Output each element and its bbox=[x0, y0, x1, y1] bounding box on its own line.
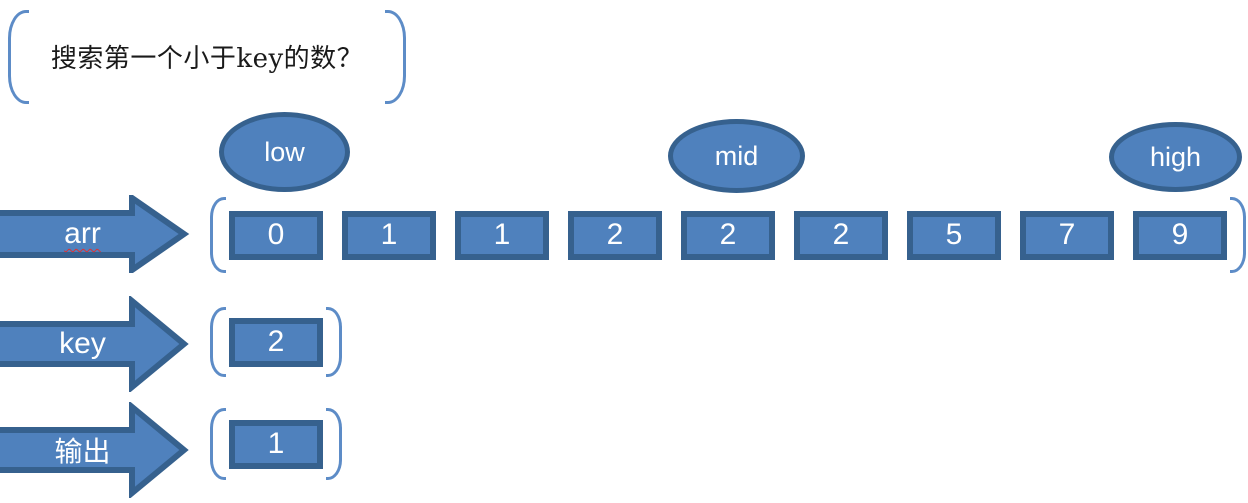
array-cell: 2 bbox=[681, 210, 775, 260]
pointer-mid-label: mid bbox=[714, 140, 759, 171]
close-bracket-icon bbox=[326, 408, 342, 480]
array-cell: 0 bbox=[229, 210, 323, 260]
arr-array: 0 1 1 2 2 2 5 7 9 bbox=[210, 197, 1246, 273]
cell-value: 2 bbox=[832, 218, 850, 251]
output-arrow bbox=[0, 402, 190, 498]
array-cell: 1 bbox=[455, 210, 549, 260]
pointer-mid: mid bbox=[668, 119, 805, 193]
title-callout: 搜索第一个小于key的数？ bbox=[8, 10, 406, 104]
key-value-group: 2 bbox=[210, 307, 342, 377]
cell-value: 1 bbox=[380, 218, 398, 251]
pointer-high: high bbox=[1109, 122, 1242, 192]
pointer-low: low bbox=[219, 112, 350, 192]
cell-value: 2 bbox=[267, 325, 285, 358]
key-arrow bbox=[0, 296, 190, 392]
cell-value: 1 bbox=[267, 427, 285, 460]
output-value-group: 1 bbox=[210, 408, 342, 480]
cell-value: 0 bbox=[267, 218, 285, 251]
output-cells: 1 bbox=[229, 419, 323, 469]
close-bracket-icon bbox=[326, 307, 342, 377]
close-bracket-icon bbox=[385, 10, 406, 104]
key-cells: 2 bbox=[229, 317, 323, 367]
array-cell: 2 bbox=[568, 210, 662, 260]
open-bracket-icon bbox=[210, 307, 226, 377]
right-arrow-icon bbox=[0, 296, 189, 392]
close-bracket-icon bbox=[1230, 197, 1246, 273]
array-cell: 7 bbox=[1020, 210, 1114, 260]
open-bracket-icon bbox=[8, 10, 29, 104]
open-bracket-icon bbox=[210, 408, 226, 480]
right-arrow-icon bbox=[0, 195, 190, 273]
title-text: 搜索第一个小于key的数？ bbox=[50, 43, 364, 74]
array-cell: 9 bbox=[1133, 210, 1227, 260]
cell-value: 7 bbox=[1058, 218, 1076, 251]
arr-cells: 0 1 1 2 2 2 5 7 9 bbox=[229, 210, 1227, 260]
pointer-high-label: high bbox=[1149, 141, 1202, 172]
cell-value: 5 bbox=[945, 218, 963, 251]
arr-arrow bbox=[0, 195, 190, 273]
array-cell: 5 bbox=[907, 210, 1001, 260]
open-bracket-icon bbox=[210, 197, 226, 273]
key-cell: 2 bbox=[229, 317, 323, 367]
right-arrow-icon bbox=[0, 402, 189, 498]
cell-value: 2 bbox=[719, 218, 737, 251]
pointer-low-label: low bbox=[264, 136, 305, 167]
cell-value: 1 bbox=[493, 218, 511, 251]
array-cell: 2 bbox=[794, 210, 888, 260]
cell-value: 9 bbox=[1171, 218, 1189, 251]
cell-value: 2 bbox=[606, 218, 624, 251]
output-cell: 1 bbox=[229, 419, 323, 469]
array-cell: 1 bbox=[342, 210, 436, 260]
